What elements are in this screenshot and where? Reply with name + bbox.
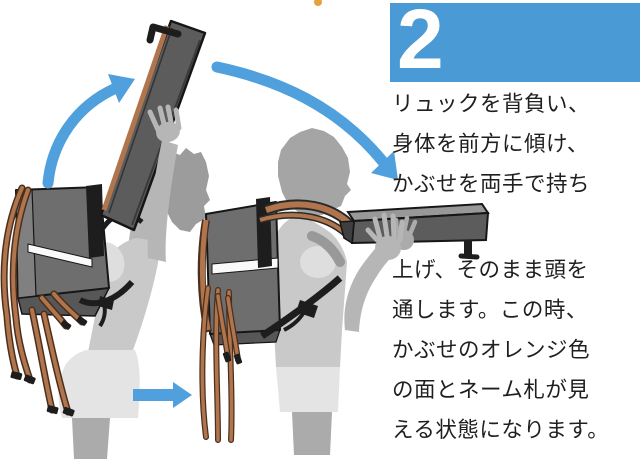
child-torso [88, 238, 159, 352]
instruction-line: 上げ、そのまま頭を [392, 258, 589, 282]
backpack-flap [99, 19, 207, 232]
child-arm [147, 140, 178, 262]
child-hand [365, 212, 405, 260]
strap-tips [10, 316, 88, 417]
instruction-line: リュックを背負い、 [392, 92, 591, 116]
child-arm [344, 240, 397, 332]
orange-mark [314, 0, 322, 6]
child-shorts [276, 367, 340, 412]
instruction-line: 通します。この時、 [392, 298, 588, 322]
shoulder-pad [307, 231, 345, 267]
child-head [162, 148, 210, 232]
name-tag [458, 240, 480, 260]
instruction-paragraph-2: 上げ、そのまま頭を 通します。この時、 かぶせのオレンジ色 の面とネーム札が見 … [392, 250, 638, 450]
instruction-line: かぶせのオレンジ色 [392, 338, 591, 362]
instruction-paragraph-1: リュックを背負い、 身体を前方に傾け、 かぶせを両手で持ち [392, 84, 638, 204]
child-head [278, 128, 351, 216]
dangling-straps [199, 285, 243, 443]
reflective-stripe [27, 243, 93, 268]
shirt-sleeve [300, 246, 336, 278]
chest-strap [260, 275, 343, 339]
child-hand [147, 104, 182, 143]
step-number: 2 [397, 0, 444, 86]
flap-orange-edge [101, 25, 170, 211]
chest-strap [78, 279, 135, 328]
backpack [15, 184, 111, 317]
instruction-line: かぶせを両手で持ち [392, 172, 591, 196]
child-leg [72, 418, 110, 459]
instruction-line: える状態になります。 [392, 418, 610, 442]
step1-figure [0, 19, 210, 459]
step-number-badge: 2 [390, 0, 640, 86]
child-leg [292, 412, 332, 455]
strap-tips [222, 351, 243, 365]
dangling-straps [0, 184, 88, 417]
overhead-straps [259, 199, 356, 267]
backpack-handle [86, 184, 104, 258]
backpack [197, 197, 281, 346]
child-shorts [58, 350, 140, 418]
instruction-line: 身体を前方に傾け、 [392, 132, 589, 156]
strap-buckle [98, 296, 114, 310]
instruction-text: リュックを背負い、 身体を前方に傾け、 かぶせを両手で持ち 上げ、そのまま頭を … [392, 84, 638, 450]
instruction-line: の面とネーム札が見 [392, 378, 590, 402]
lift-up-curved-arrow-icon [42, 74, 135, 189]
next-step-arrow-icon [133, 382, 192, 408]
name-tag-hook [146, 23, 182, 44]
flip-over-curved-arrow-icon [211, 61, 398, 180]
step2-figure [197, 128, 490, 455]
